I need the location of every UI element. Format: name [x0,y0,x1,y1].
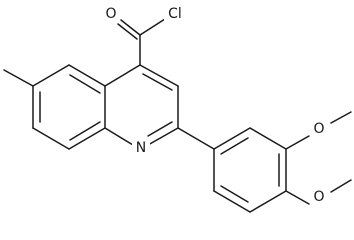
bond-o-methyl-upper [330,111,352,124]
bond-n-c8a [104,127,134,146]
oxygen-methoxy-upper-label: O [310,120,328,138]
bond-aryl-c1-c2-2 [220,137,249,155]
svg-text:O: O [313,189,324,205]
bond-aryl-c5-c6-2 [220,185,249,203]
oxygen-carbonyl-label: O [102,5,120,23]
bonds [3,18,352,213]
svg-text:O: O [105,6,116,22]
atom-labels: O Cl N O O [102,5,328,206]
bond-carbonyl-c-cl [139,18,166,36]
bond-aryl-c4-c5 [249,190,287,213]
bond-c7-c8 [32,127,70,150]
bond-c4a-c4 [104,64,141,87]
molecule-structure: O Cl N O O [3,5,352,213]
oxygen-methoxy-lower-label: O [310,188,328,206]
bond-c6-methyl [3,69,34,87]
svg-text:O: O [313,121,324,137]
bond-c2-aryl [177,127,215,150]
bond-c2-n-2 [147,121,173,137]
bond-c4-c3-2 [142,73,173,91]
chlorine-label: Cl [164,5,186,23]
bond-carbonyl-c-o-2 [117,23,138,40]
bond-carbonyl-c-o-1 [120,19,141,36]
bond-aryl-c4-o [285,190,310,205]
bond-o-methyl-lower [330,179,352,193]
bond-c8-c8a-1 [68,127,106,150]
bond-c4a-c5-1 [68,64,106,87]
bond-c8-c8a-2 [69,121,101,141]
bond-c2-n-1 [147,127,179,146]
molecule-diagram: O Cl N O O [3,5,352,213]
nitrogen-label: N [132,139,150,157]
bond-c4a-c5-2 [69,74,101,94]
bond-aryl-c5-c6-1 [213,190,251,213]
bond-aryl-c3-o [285,135,310,150]
bond-c4-c3-1 [139,64,179,87]
svg-text:N: N [136,140,146,156]
bond-aryl-c2-c3 [249,127,287,150]
bond-c5-c6 [32,64,70,87]
svg-text:Cl: Cl [168,6,182,22]
bond-aryl-c1-c2-1 [213,127,251,150]
